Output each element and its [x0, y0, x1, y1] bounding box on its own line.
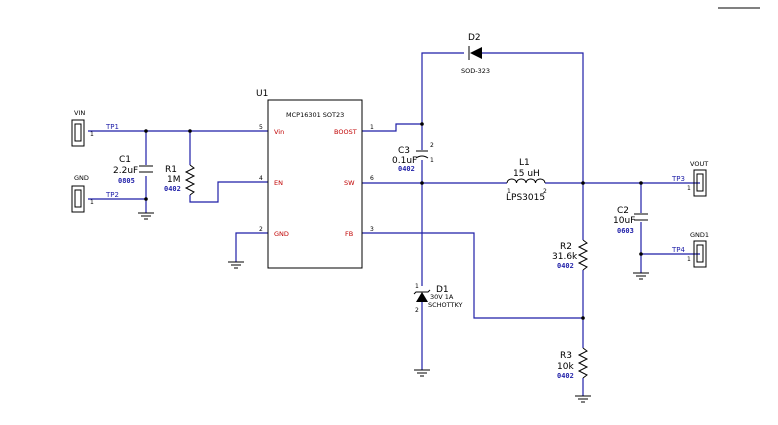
ground-ic — [228, 261, 244, 269]
ground-c1 — [138, 212, 154, 220]
resistor-r2: R2 31.6k 0402 — [552, 239, 589, 271]
d1-pin-bottom: 2 — [415, 307, 419, 314]
l1-pin-right: 2 — [543, 188, 547, 195]
ground-symbols — [138, 212, 649, 403]
d2-ref: D2 — [468, 33, 481, 43]
tp1-label: TP1 — [105, 123, 119, 131]
r3-ref: R3 — [560, 351, 572, 361]
ground-c2 — [633, 272, 649, 280]
connector-gnd1-label: GND1 — [690, 231, 709, 239]
ground-d1 — [414, 369, 430, 377]
ic-pinnum-vin: 5 — [259, 124, 263, 131]
connector-vout: VOUT 1 TP3 — [671, 160, 708, 197]
ic-pin-boost: BOOST — [334, 128, 357, 136]
ic-ref: U1 — [256, 89, 268, 99]
c3-pin-top: 2 — [430, 142, 434, 149]
ic-pinnum-boost: 1 — [370, 124, 374, 131]
r3-value: 10k — [557, 362, 574, 372]
capacitor-c1: C1 2.2uF 0805 — [113, 155, 153, 185]
c1-ref: C1 — [119, 155, 131, 165]
diode-d2: D2 SOD-323 — [461, 33, 490, 75]
ic-pinnum-sw: 6 — [370, 175, 374, 182]
r3-package: 0402 — [557, 372, 574, 380]
ic-u1: U1 MCP16301 SOT23 Vin EN GND BOOST SW FB… — [256, 89, 374, 269]
ic-pinnum-en: 4 — [259, 175, 263, 182]
ground-r3 — [575, 395, 591, 403]
d1-value: 30V 1A — [430, 293, 454, 301]
tp3-label: TP3 — [671, 175, 685, 183]
c3-ref: C3 — [398, 146, 410, 156]
connector-vout-pin: 1 — [687, 185, 691, 192]
connector-gnd1-pin: 1 — [687, 256, 691, 263]
r2-ref: R2 — [560, 242, 572, 252]
ic-part: MCP16301 SOT23 — [286, 111, 344, 119]
connector-gnd-label: GND — [74, 174, 89, 182]
resistor-r3: R3 10k 0402 — [557, 347, 589, 380]
connector-gnd-pin: 1 — [90, 199, 94, 206]
d1-type: SCHOTTKY — [428, 301, 463, 309]
connector-vin-label: VIN — [74, 109, 85, 117]
l1-pin-left: 1 — [507, 188, 511, 195]
c3-value: 0.1uF — [392, 156, 417, 166]
c2-ref: C2 — [617, 206, 629, 216]
ic-pin-fb: FB — [345, 230, 353, 238]
connector-vout-label: VOUT — [690, 160, 708, 168]
inductor-l1: L1 15 uH LPS3015 1 2 — [506, 158, 547, 203]
connector-gnd1: GND1 1 TP4 — [671, 231, 709, 268]
r1-value: 1M — [167, 175, 181, 185]
tp2-label: TP2 — [105, 191, 119, 199]
connector-vin-pin: 1 — [90, 131, 94, 138]
ic-pin-sw: SW — [344, 179, 355, 187]
r2-value: 31.6k — [552, 252, 578, 262]
connector-gnd: GND 1 TP2 — [71, 174, 119, 213]
tp4-label: TP4 — [671, 246, 685, 254]
c3-pin-bottom: 1 — [430, 157, 434, 164]
c3-package: 0402 — [398, 165, 415, 173]
d2-package: SOD-323 — [461, 67, 490, 75]
connector-vin: VIN 1 TP1 — [71, 109, 119, 147]
junction-dots — [144, 122, 643, 320]
capacitor-c2: C2 10uF 0603 — [613, 206, 648, 235]
d1-ref: D1 — [436, 285, 449, 295]
ic-pin-gnd: GND — [274, 230, 289, 238]
ic-pinnum-fb: 3 — [370, 226, 374, 233]
l1-ref: L1 — [519, 158, 530, 168]
wires — [88, 52, 700, 396]
r2-package: 0402 — [557, 262, 574, 270]
r1-package: 0402 — [164, 185, 181, 193]
capacitor-c3: C3 0.1uF 0402 2 1 — [392, 142, 434, 173]
diode-d1: D1 30V 1A SCHOTTKY 1 2 — [413, 283, 463, 314]
d1-pin-top: 1 — [415, 283, 419, 290]
ic-pin-vin: Vin — [274, 128, 284, 136]
c1-package: 0805 — [118, 177, 135, 185]
c2-value: 10uF — [613, 216, 635, 226]
c1-value: 2.2uF — [113, 166, 138, 176]
resistor-r1: R1 1M 0402 — [164, 164, 196, 196]
l1-value: 15 uH — [513, 169, 540, 179]
l1-part: LPS3015 — [506, 193, 545, 203]
ic-pin-en: EN — [274, 179, 283, 187]
c2-package: 0603 — [617, 227, 634, 235]
r1-ref: R1 — [165, 165, 177, 175]
ic-pinnum-gnd: 2 — [259, 226, 263, 233]
